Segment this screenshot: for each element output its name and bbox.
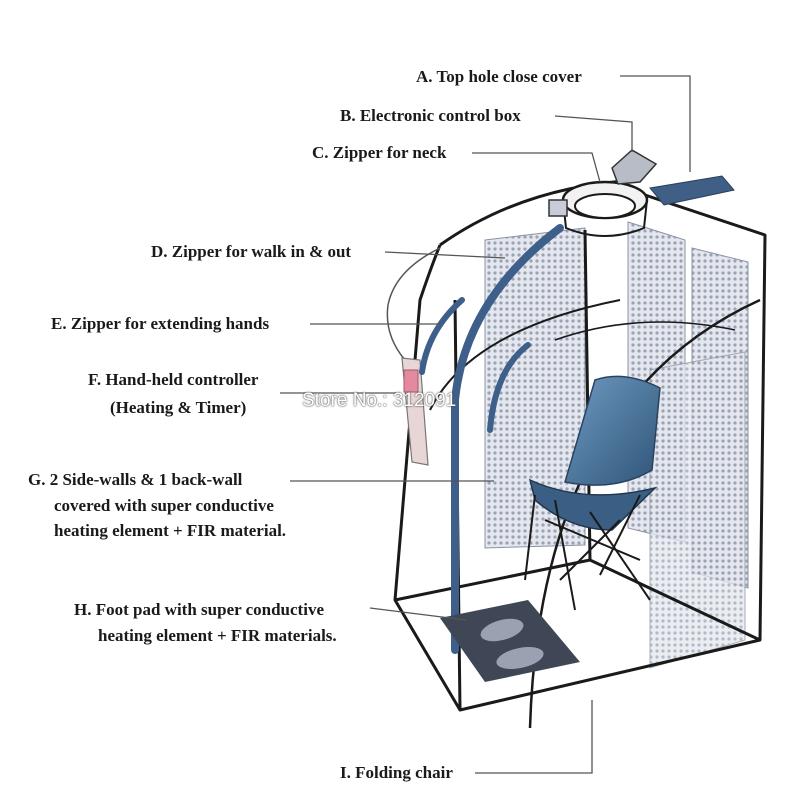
top-cover-flap <box>649 175 735 206</box>
label-h-foot-pad-line2: heating element + FIR materials. <box>98 626 337 645</box>
zippers <box>419 224 564 654</box>
label-e-hand-zipper: E. Zipper for extending hands <box>51 314 270 333</box>
label-g-walls-line1: G. 2 Side-walls & 1 back-wall <box>28 470 243 489</box>
foot-pad <box>440 600 580 682</box>
top-neck-ring <box>561 180 649 237</box>
label-a-top-hole-cover: A. Top hole close cover <box>416 67 582 86</box>
label-i-folding-chair: I. Folding chair <box>340 763 453 782</box>
label-d-walk-zipper: D. Zipper for walk in & out <box>151 242 352 261</box>
folding-chair <box>524 375 661 611</box>
label-c-neck-zipper: C. Zipper for neck <box>312 143 447 162</box>
front-mesh-panel <box>649 351 746 669</box>
store-watermark: Store No.: 312091 <box>302 390 457 411</box>
controller-display <box>403 369 419 393</box>
control-box <box>611 149 658 185</box>
label-h-foot-pad-line1: H. Foot pad with super conductive <box>74 600 324 619</box>
label-f-controller-line1: F. Hand-held controller <box>88 370 259 389</box>
label-g-walls-line3: heating element + FIR material. <box>54 521 287 540</box>
walk-in-zipper <box>451 224 564 654</box>
label-g-walls-line2: covered with super conductive <box>54 496 274 515</box>
label-f-controller-line2: (Heating & Timer) <box>110 398 247 417</box>
label-b-control-box: B. Electronic control box <box>340 106 521 125</box>
controller-cord <box>386 247 441 361</box>
hand-zipper-left <box>419 297 465 375</box>
hand-zipper-right <box>487 342 531 433</box>
neck-clip <box>548 199 568 217</box>
leader-lines <box>280 75 691 774</box>
